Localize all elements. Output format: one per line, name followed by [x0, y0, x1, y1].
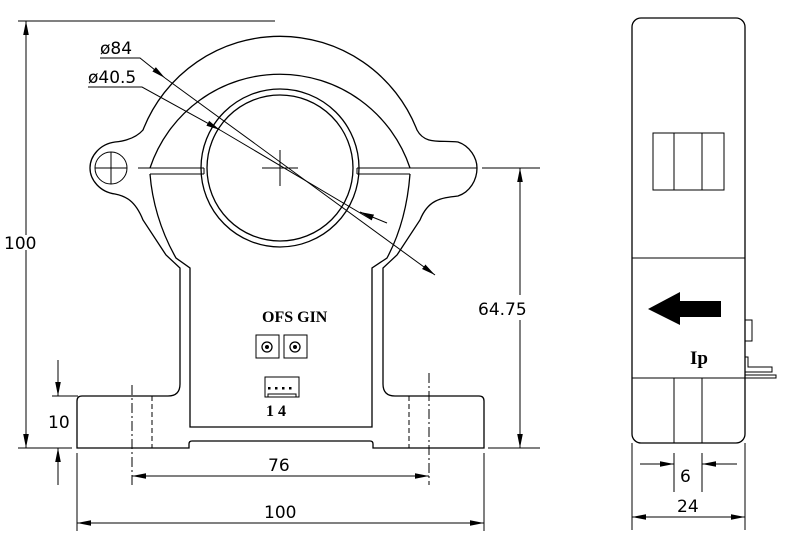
- center-height-dim: 64.75: [478, 300, 527, 320]
- aperture-outer: [200, 88, 360, 248]
- flange-height-dim: 10: [48, 413, 70, 433]
- body-outline: [76, 35, 485, 449]
- side-body: [631, 17, 746, 444]
- side-view: Ip 6 24: [631, 17, 777, 530]
- trimmer-label: OFS GIN: [262, 309, 328, 326]
- center-mark: [262, 150, 298, 186]
- side-connector: [744, 319, 753, 342]
- depth-dim: 24: [677, 497, 699, 517]
- slot-width-dim: 6: [680, 467, 691, 487]
- outer-diameter-label: ø84: [100, 39, 132, 59]
- gin-trimmer: [283, 334, 308, 359]
- connector-pin-label: 1 4: [266, 403, 286, 420]
- current-label: Ip: [690, 348, 708, 369]
- ofs-trimmer: [255, 334, 280, 359]
- width-dim: 100: [264, 503, 296, 523]
- height-dim: 100: [4, 234, 36, 254]
- mount-spacing-dim: 76: [268, 456, 290, 476]
- inner-outline: [149, 73, 411, 169]
- inner-diameter-label: ø40.5: [88, 68, 136, 88]
- front-view: ø84 ø40.5 OFS GIN 1 4 100 64.75 10 76 10…: [4, 20, 540, 531]
- aperture-inner: [206, 94, 354, 242]
- side-window: [652, 132, 725, 191]
- current-direction-arrow-icon: [648, 292, 721, 325]
